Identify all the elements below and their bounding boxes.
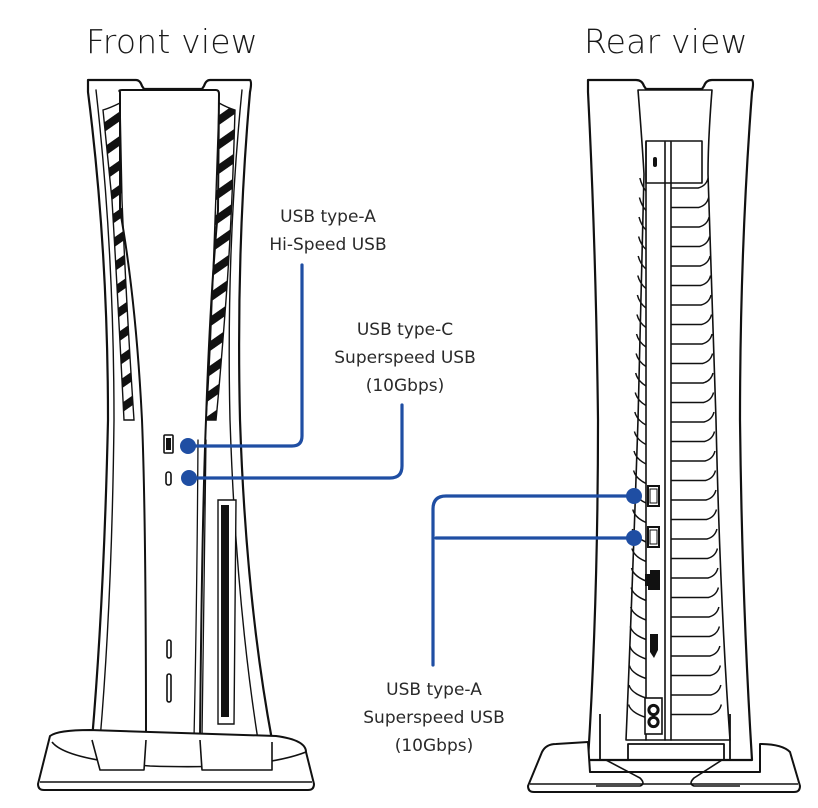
rear-fin-left bbox=[633, 431, 647, 446]
front-ports bbox=[163, 434, 174, 703]
rear-fin-left bbox=[628, 665, 647, 680]
front-usb-a-label-line1: USB type-A bbox=[280, 207, 376, 227]
rear-hdmi-port bbox=[650, 634, 658, 658]
disc-slot bbox=[221, 505, 229, 717]
front-usb-c-label-line3: (10Gbps) bbox=[365, 376, 445, 396]
rear-fin-left bbox=[635, 353, 647, 368]
rear-fin-left bbox=[638, 197, 647, 212]
front-usb-a-label: USB type-A Hi-Speed USB bbox=[266, 203, 390, 259]
rear-stand bbox=[527, 714, 801, 793]
rear-fin-left bbox=[632, 509, 647, 524]
rear-usb-a-label-line1: USB type-A bbox=[386, 680, 482, 700]
rear-top-slot bbox=[653, 157, 657, 167]
rear-fin-right bbox=[671, 333, 713, 345]
front-indicator-1 bbox=[166, 639, 172, 659]
rear-fin-left bbox=[631, 548, 647, 563]
callout-dot-rear-usb-a-1 bbox=[626, 488, 642, 504]
callout-line-front-usb-c bbox=[187, 403, 404, 480]
rear-fin-right bbox=[671, 606, 720, 618]
callout-lines bbox=[180, 263, 642, 667]
rear-view-title: Rear view bbox=[584, 22, 748, 61]
rear-usb-a-label-line2: Superspeed USB bbox=[363, 708, 505, 728]
front-stand bbox=[37, 729, 315, 791]
callout-dot-rear-usb-a-2 bbox=[626, 530, 642, 546]
rear-fin-right bbox=[671, 216, 710, 228]
rear-fin-left bbox=[636, 294, 647, 309]
rear-fin-right bbox=[671, 294, 712, 306]
rear-fin-right bbox=[671, 587, 720, 599]
rear-fin-left bbox=[637, 255, 647, 270]
rear-fin-left bbox=[634, 372, 647, 387]
rear-fin-right bbox=[671, 314, 713, 326]
rear-fin-right bbox=[671, 372, 714, 384]
rear-usb-a-label: USB type-A Superspeed USB (10Gbps) bbox=[357, 676, 511, 760]
rear-fin-right bbox=[671, 704, 723, 716]
front-usb-c-label-line2: Superspeed USB bbox=[334, 348, 476, 368]
rear-fin-right bbox=[671, 431, 716, 443]
rear-fin-left bbox=[633, 450, 647, 465]
rear-fin-left bbox=[630, 587, 647, 602]
rear-fin-left bbox=[630, 567, 647, 582]
callout-line-front-usb-a bbox=[186, 263, 304, 448]
front-usb-a-label-line2: Hi-Speed USB bbox=[269, 235, 387, 255]
rear-fin-right bbox=[671, 411, 715, 423]
rear-lan-port bbox=[645, 570, 660, 590]
rear-fin-left bbox=[634, 392, 647, 407]
rear-fin-right bbox=[671, 645, 721, 657]
rear-fin-right bbox=[671, 275, 712, 287]
front-center-panel bbox=[118, 89, 220, 741]
rear-console bbox=[586, 78, 755, 762]
rear-fin-right bbox=[671, 450, 716, 462]
rear-fin-left bbox=[627, 704, 647, 719]
front-right-vent bbox=[205, 101, 236, 421]
rear-fin-right bbox=[671, 177, 709, 189]
front-usb-c-label: USB type-C Superspeed USB (10Gbps) bbox=[330, 316, 480, 400]
rear-fin-left bbox=[639, 177, 647, 192]
rear-fin-left bbox=[632, 470, 647, 485]
rear-fin-left bbox=[629, 606, 647, 621]
rear-fin-left bbox=[634, 411, 647, 426]
rear-fin-right bbox=[671, 470, 717, 482]
front-indicator-2 bbox=[166, 673, 172, 703]
rear-fin-left bbox=[635, 333, 647, 348]
front-usb-c-label-line1: USB type-C bbox=[356, 320, 454, 340]
rear-fin-right bbox=[671, 255, 711, 267]
rear-fin-right bbox=[671, 548, 719, 560]
front-disc-drive bbox=[217, 499, 237, 725]
rear-usb-a-label-line3: (10Gbps) bbox=[394, 736, 474, 756]
rear-fin-left bbox=[638, 216, 647, 231]
rear-fin-left bbox=[629, 645, 647, 660]
rear-fin-left bbox=[637, 275, 647, 290]
rear-vent-fins bbox=[627, 177, 723, 719]
front-left-vent bbox=[102, 101, 135, 421]
rear-fin-right bbox=[671, 509, 718, 521]
callout-dot-front-usb-a bbox=[180, 438, 196, 454]
callout-line-rear-usb-a bbox=[431, 494, 636, 667]
callout-dot-front-usb-c bbox=[181, 470, 197, 486]
rear-fin-left bbox=[637, 236, 647, 251]
rear-fin-right bbox=[671, 236, 711, 248]
rear-fin-right bbox=[671, 665, 722, 677]
rear-fin-right bbox=[671, 684, 722, 696]
rear-fin-right bbox=[671, 528, 718, 540]
rear-fin-right bbox=[671, 489, 717, 501]
rear-fin-right bbox=[671, 197, 710, 209]
rear-ports bbox=[644, 157, 663, 735]
rear-fin-left bbox=[629, 626, 647, 641]
rear-fin-right bbox=[671, 567, 719, 579]
rear-fin-right bbox=[671, 626, 721, 638]
rear-fin-right bbox=[671, 353, 714, 365]
front-usb-c-port bbox=[165, 471, 172, 486]
rear-fin-right bbox=[671, 392, 715, 404]
front-view-title: Front view bbox=[86, 22, 258, 61]
rear-fin-left bbox=[636, 314, 647, 329]
rear-fin-left bbox=[628, 684, 647, 699]
